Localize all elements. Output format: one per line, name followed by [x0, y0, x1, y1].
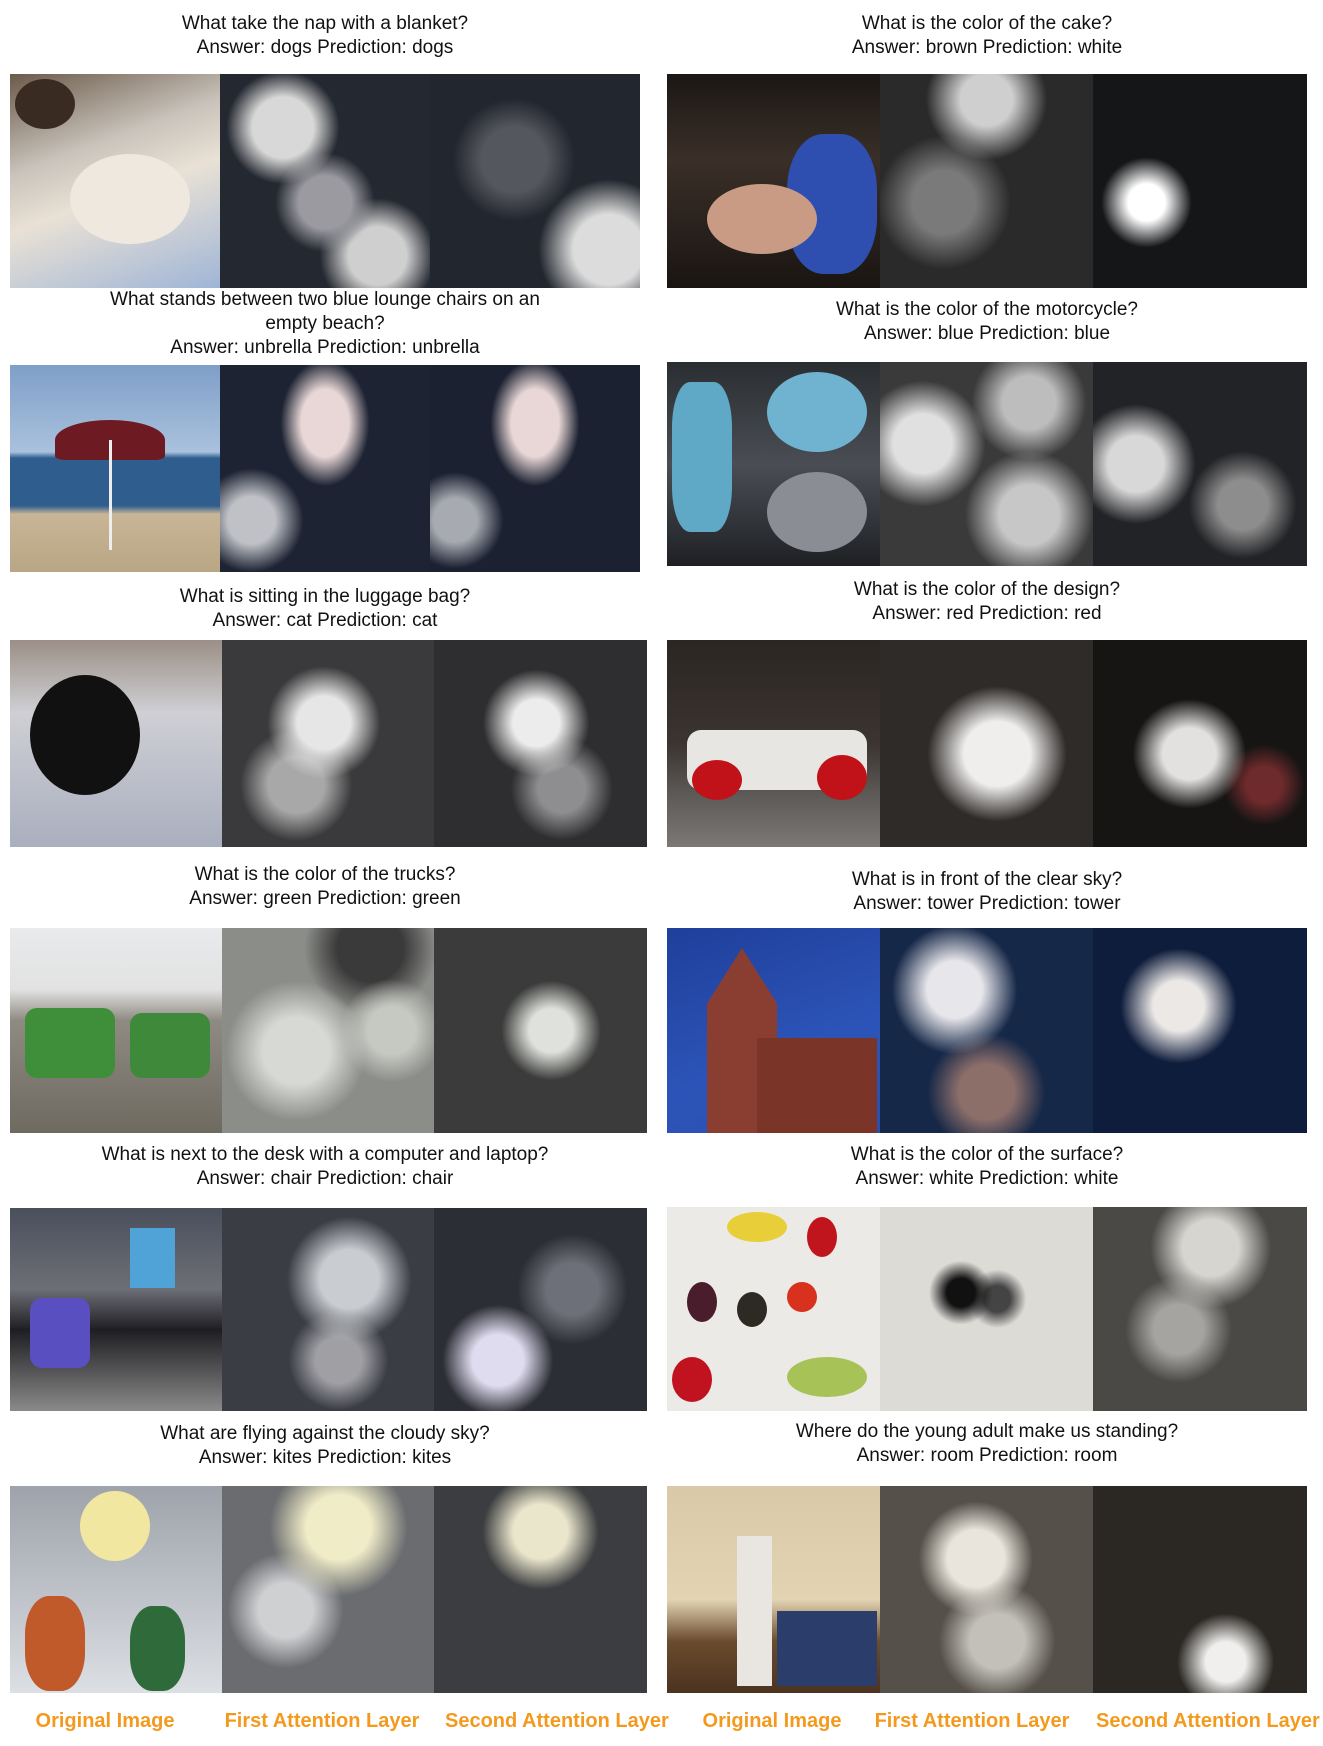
- first-attention-map: [220, 365, 430, 572]
- second-attention-map: [434, 1208, 647, 1411]
- original-image: [10, 928, 222, 1133]
- question-text: Where do the young adult make us standin…: [795, 1421, 1179, 1442]
- first-attention-map: [880, 640, 1093, 847]
- answer-prediction-text: Answer: room Prediction: room: [856, 1445, 1118, 1466]
- answer-prediction-text: Answer: red Prediction: red: [872, 603, 1102, 624]
- image-strip-umbrella: [10, 365, 640, 572]
- first-attention-map: [880, 362, 1093, 566]
- question-text: What take the nap with a blanket?: [181, 13, 469, 34]
- second-attention-map: [1093, 1486, 1307, 1693]
- first-attention-map: [222, 1208, 434, 1411]
- column-label-second-attention-layer: Second Attention Layer: [1096, 1710, 1320, 1732]
- caption-room: Where do the young adult make us standin…: [667, 1420, 1307, 1468]
- original-image: [667, 1486, 880, 1693]
- first-attention-map: [880, 1207, 1093, 1411]
- answer-prediction-text: Answer: cat Prediction: cat: [212, 610, 438, 631]
- caption-design: What is the color of the design? Answer:…: [667, 578, 1307, 626]
- answer-prediction-text: Answer: unbrella Prediction: unbrella: [170, 337, 480, 358]
- second-attention-map: [1093, 928, 1307, 1133]
- question-text: What is the color of the motorcycle?: [835, 299, 1138, 320]
- first-attention-map: [222, 928, 434, 1133]
- caption-tower: What is in front of the clear sky? Answe…: [667, 868, 1307, 916]
- original-image: [667, 928, 880, 1133]
- answer-prediction-text: Answer: kites Prediction: kites: [198, 1447, 452, 1468]
- question-text: What is next to the desk with a computer…: [101, 1144, 549, 1165]
- first-attention-map: [880, 74, 1093, 288]
- second-attention-map: [1093, 74, 1307, 288]
- second-attention-map: [1093, 640, 1307, 847]
- question-text: What is sitting in the luggage bag?: [179, 586, 471, 607]
- original-image: [667, 640, 880, 847]
- column-label-original-image: Original Image: [35, 1710, 175, 1732]
- answer-prediction-text: Answer: chair Prediction: chair: [196, 1168, 454, 1189]
- caption-motorcycle: What is the color of the motorcycle? Ans…: [667, 298, 1307, 346]
- answer-prediction-text: Answer: green Prediction: green: [189, 888, 461, 909]
- caption-surface: What is the color of the surface? Answer…: [667, 1143, 1307, 1191]
- original-image: [10, 640, 222, 847]
- image-strip-design: [667, 640, 1307, 847]
- question-text: What is the color of the surface?: [850, 1144, 1124, 1165]
- first-attention-map: [880, 1486, 1093, 1693]
- image-strip-tower: [667, 928, 1307, 1133]
- caption-desk: What is next to the desk with a computer…: [10, 1143, 640, 1191]
- original-image: [667, 74, 880, 288]
- answer-prediction-text: Answer: tower Prediction: tower: [853, 893, 1121, 914]
- answer-prediction-text: Answer: blue Prediction: blue: [863, 323, 1111, 344]
- original-image: [10, 74, 220, 288]
- question-text: What is the color of the design?: [853, 579, 1121, 600]
- image-strip-kites: [10, 1486, 647, 1693]
- original-image: [667, 362, 880, 566]
- image-strip-surface: [667, 1207, 1307, 1411]
- image-strip-motorcycle: [667, 362, 1307, 566]
- question-text-line2: empty beach?: [265, 313, 385, 334]
- caption-trucks: What is the color of the trucks? Answer:…: [10, 863, 640, 911]
- column-label-original-image: Original Image: [702, 1710, 842, 1732]
- caption-dogs: What take the nap with a blanket? Answer…: [10, 12, 640, 60]
- image-strip-cat: [10, 640, 647, 847]
- second-attention-map: [434, 1486, 647, 1693]
- caption-cat: What is sitting in the luggage bag? Answ…: [10, 585, 640, 633]
- answer-prediction-text: Answer: white Prediction: white: [855, 1168, 1119, 1189]
- second-attention-map: [430, 365, 640, 572]
- first-attention-map: [222, 1486, 434, 1693]
- column-label-second-attention-layer: Second Attention Layer: [445, 1710, 669, 1732]
- answer-prediction-text: Answer: dogs Prediction: dogs: [196, 37, 454, 58]
- second-attention-map: [1093, 362, 1307, 566]
- answer-prediction-text: Answer: brown Prediction: white: [851, 37, 1123, 58]
- first-attention-map: [222, 640, 434, 847]
- question-text: What is the color of the trucks?: [194, 864, 456, 885]
- second-attention-map: [430, 74, 640, 288]
- original-image: [10, 1486, 222, 1693]
- column-label-first-attention-layer: First Attention Layer: [874, 1710, 1070, 1732]
- second-attention-map: [1093, 1207, 1307, 1411]
- image-strip-room: [667, 1486, 1307, 1693]
- caption-cake: What is the color of the cake? Answer: b…: [667, 12, 1307, 60]
- image-strip-dogs: [10, 74, 640, 288]
- image-strip-trucks: [10, 928, 647, 1133]
- question-text: What is in front of the clear sky?: [851, 869, 1123, 890]
- image-strip-cake: [667, 74, 1307, 288]
- original-image: [10, 365, 220, 572]
- question-text: What are flying against the cloudy sky?: [160, 1423, 490, 1444]
- first-attention-map: [220, 74, 430, 288]
- first-attention-map: [880, 928, 1093, 1133]
- caption-umbrella: What stands between two blue lounge chai…: [10, 288, 640, 360]
- column-label-first-attention-layer: First Attention Layer: [224, 1710, 420, 1732]
- second-attention-map: [434, 640, 647, 847]
- question-text: What is the color of the cake?: [861, 13, 1113, 34]
- question-text: What stands between two blue lounge chai…: [110, 289, 540, 310]
- original-image: [10, 1208, 222, 1411]
- original-image: [667, 1207, 880, 1411]
- image-strip-desk: [10, 1208, 647, 1411]
- second-attention-map: [434, 928, 647, 1133]
- caption-kites: What are flying against the cloudy sky? …: [10, 1422, 640, 1470]
